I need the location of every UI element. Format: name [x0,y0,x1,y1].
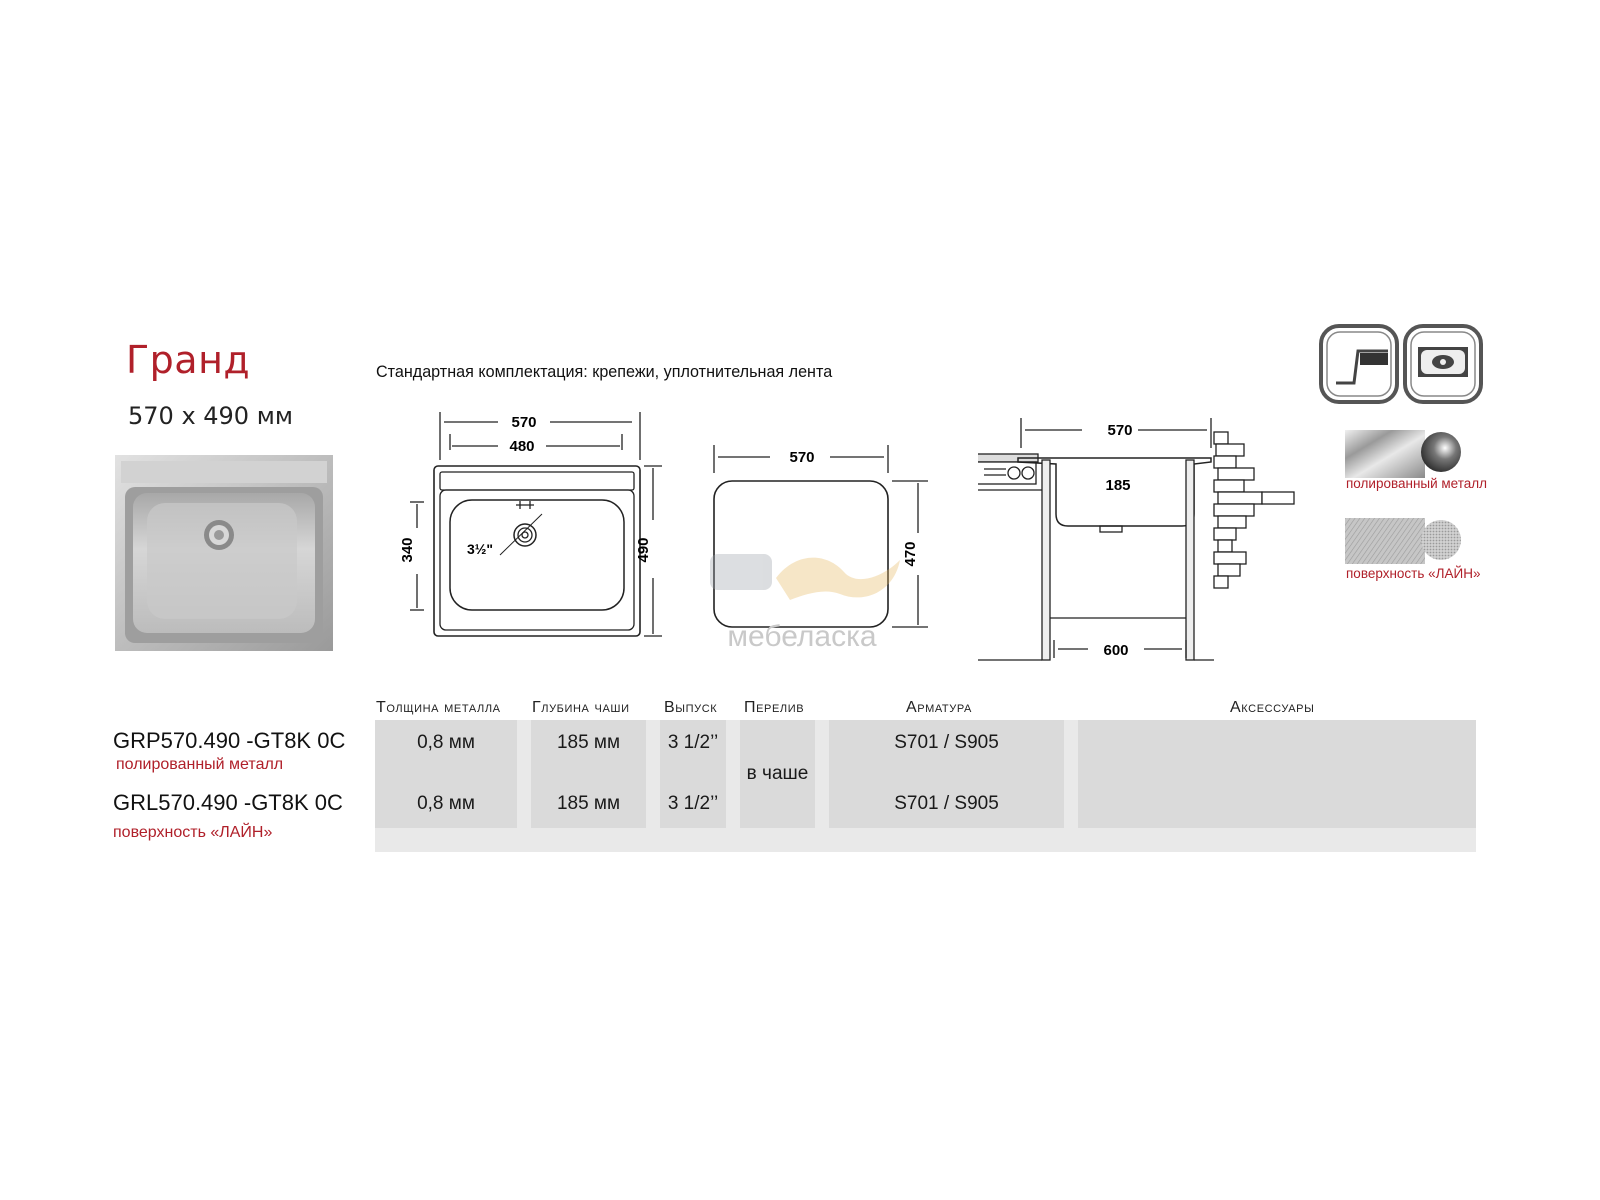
inset-mount-icon [1319,324,1399,404]
top-inner-width: 480 [509,438,534,455]
watermark-text: мебеласка [727,620,876,653]
cell-fittings [829,720,1064,828]
cutout-depth: 470 [902,541,919,566]
round-bowl-icon [1403,324,1483,404]
cell-outlet [660,720,726,828]
sink-photo [115,455,333,651]
line-surface-swatch [1345,518,1461,564]
depth-1: 185 мм [556,732,621,753]
product-title: Гранд [126,338,251,382]
cell-thickness [375,720,517,828]
section-drawing: 570 185 600 [978,418,1295,661]
header-fittings: Арматура [906,699,972,716]
model-finish-1: полированный металл [116,756,284,773]
cell-accessories [1078,720,1476,828]
cell-depth [531,720,646,828]
polished-metal-swatch [1345,430,1461,478]
overflow-value: в чаше [746,763,809,784]
top-view-drawing: 570 480 340 490 3½" [400,412,662,637]
header-thickness: Толщина металла [376,699,501,716]
line-surface-label: поверхность «ЛАЙН» [1346,566,1481,581]
cutout-width: 570 [789,449,814,466]
drain-size: 3½" [467,541,493,557]
depth-2: 185 мм [556,793,621,814]
header-overflow: Перелив [744,699,805,716]
top-outer-width: 570 [511,414,536,431]
header-accessories: Аксессуары [1230,699,1315,716]
section-top-width: 570 [1107,422,1132,439]
model-code-2: GRL570.490 -GT8K 0C [113,790,343,815]
outlet-1: 3 1/2’’ [667,732,719,753]
cell-overflow [740,720,815,828]
model-code-1: GRP570.490 -GT8K 0C [113,728,346,753]
model-finish-2: поверхность «ЛАЙН» [113,824,273,841]
header-outlet: Выпуск [664,699,718,716]
polished-metal-label: полированный металл [1346,476,1488,491]
fittings-2: S701 / S905 [894,793,999,814]
thickness-2: 0,8 мм [417,793,475,814]
fittings-1: S701 / S905 [894,732,999,753]
top-outer-depth: 490 [635,537,652,562]
product-size: 570 x 490 мм [128,402,293,430]
top-bowl-depth: 340 [400,537,416,562]
outlet-2: 3 1/2’’ [667,793,719,814]
standard-kit-note: Стандартная комплектация: крепежи, уплот… [376,362,833,381]
header-bowl-depth: Глубина чаши [532,699,630,716]
cutout-drawing: 570 470 [713,445,928,628]
section-cabinet-width: 600 [1103,642,1128,659]
section-bowl-height: 185 [1105,477,1130,494]
watermark-logo: мебеласка [710,554,900,653]
thickness-1: 0,8 мм [417,732,475,753]
